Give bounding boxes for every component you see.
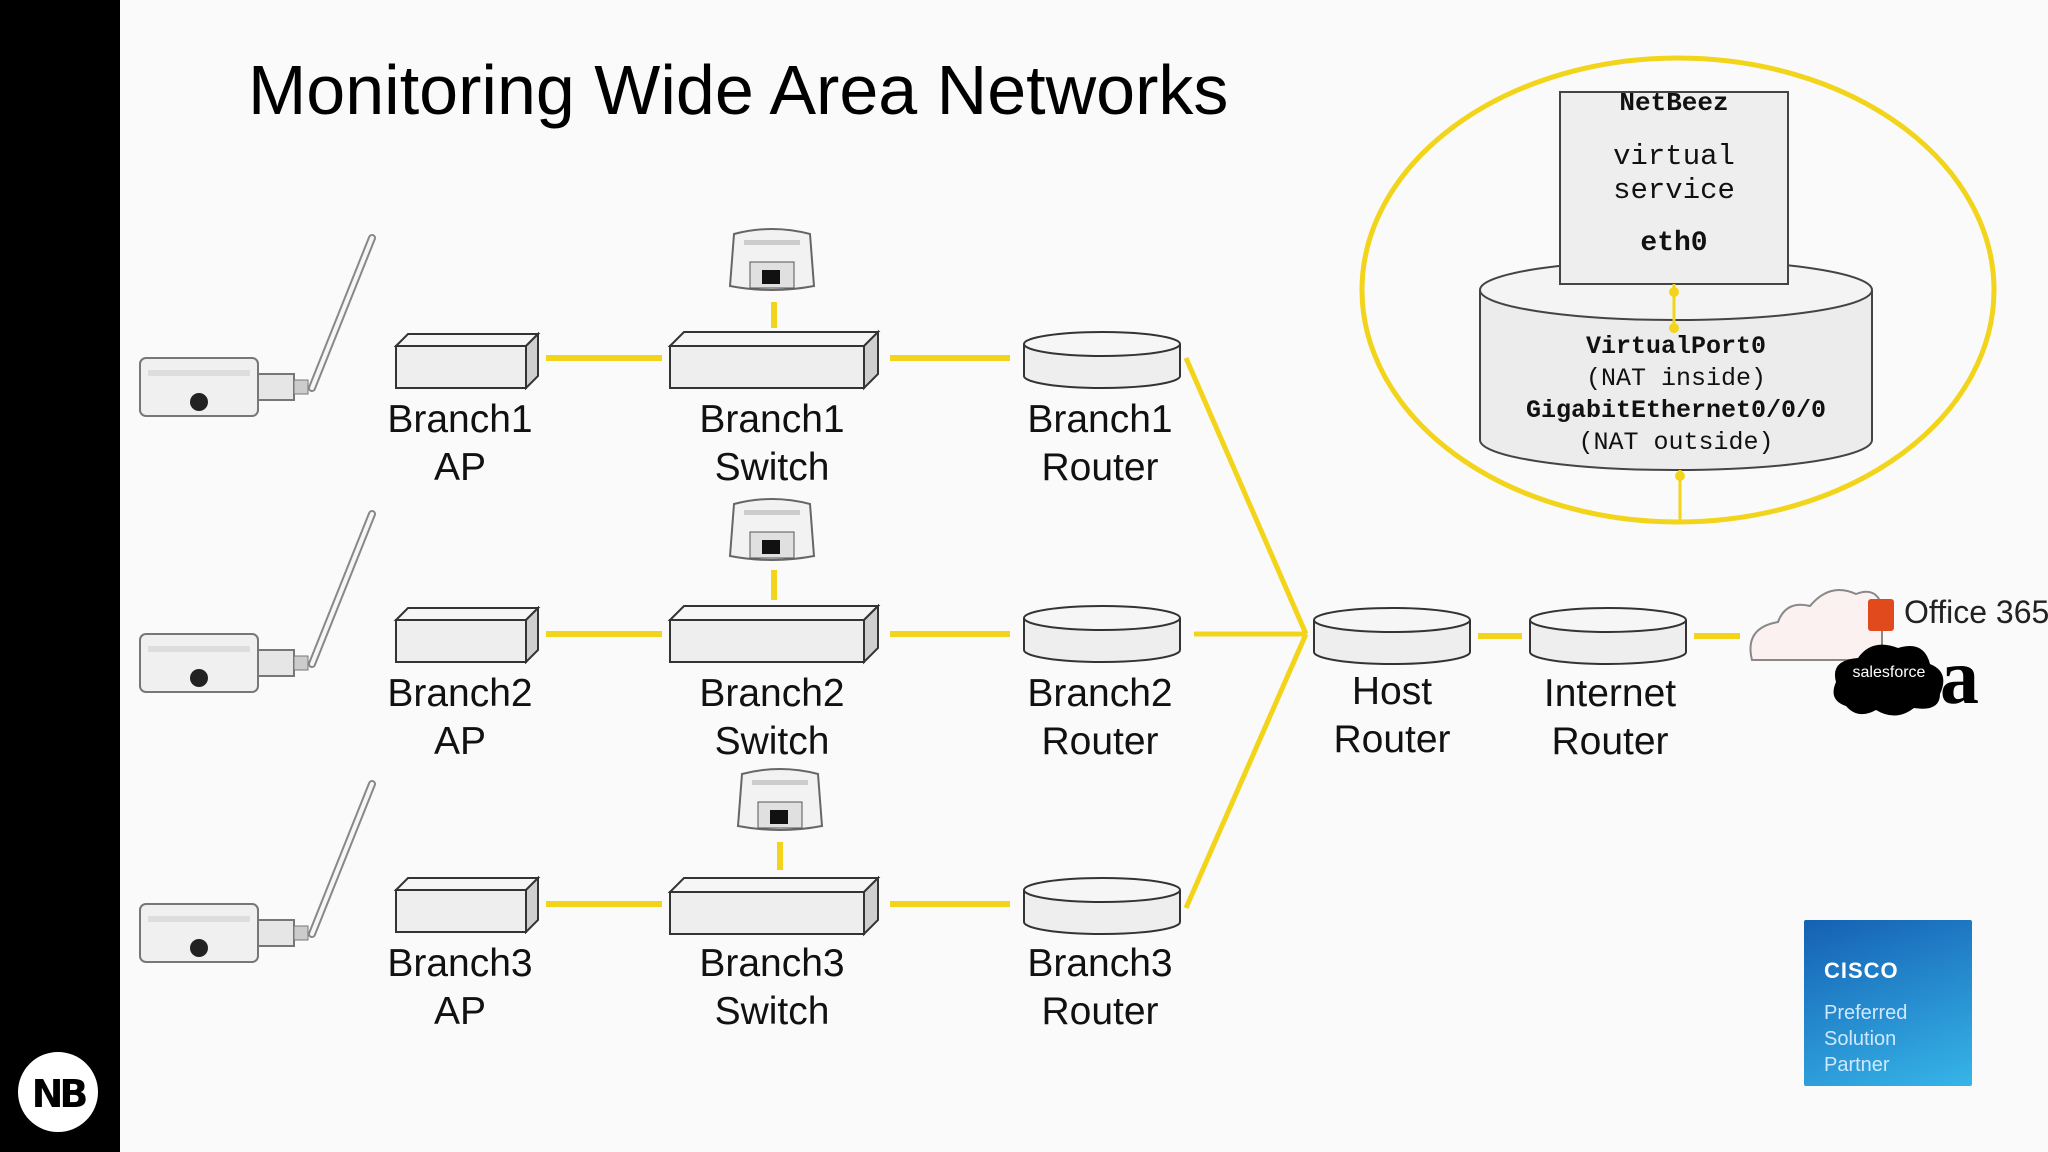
label-line: AP	[433, 720, 487, 763]
cisco-line: Preferred	[1824, 1002, 1908, 1024]
label-line: Router	[1551, 720, 1669, 763]
salesforce-logo: salesforce	[1834, 640, 1944, 716]
cisco-brand: CISCO	[1824, 958, 1899, 983]
netbeez-mini-3	[737, 768, 823, 831]
cisco-subtitle: Preferred Solution Partner	[1824, 1000, 1964, 1078]
host-router-device	[1313, 607, 1471, 665]
ap-device-3	[395, 877, 539, 933]
label-line: Switch	[714, 990, 830, 1033]
wan-link-1	[1183, 357, 1309, 635]
router-device-3	[1023, 877, 1181, 935]
cisco-line: Partner	[1824, 1054, 1890, 1076]
cloud-icon	[1749, 589, 1883, 661]
office-icon	[1868, 598, 1894, 631]
label-line: Host	[1351, 670, 1433, 713]
salesforce-text: salesforce	[1852, 664, 1926, 681]
netbeez-agent-1	[140, 238, 372, 416]
label-line: Router	[1041, 720, 1159, 763]
switch-device-3	[669, 877, 879, 935]
netbeez-box-line1: virtual	[1613, 140, 1735, 173]
host-router-zoom-cylinder	[1479, 290, 1873, 471]
label-line: Branch2	[387, 672, 533, 715]
branch-row-3	[140, 768, 1181, 962]
netbeez-box-iface: eth0	[1640, 228, 1708, 259]
label-line: Branch1	[1027, 398, 1173, 441]
netbeez-box-title: NetBeez	[1619, 88, 1729, 118]
label-line: Branch2	[1027, 672, 1173, 715]
label-line: Branch3	[387, 942, 533, 985]
cisco-partner-badge: CISCO Preferred Solution Partner	[1804, 920, 1972, 1086]
router-device-1	[1023, 331, 1181, 389]
label-line: Router	[1041, 990, 1159, 1033]
vport-dot	[1669, 323, 1679, 333]
switch-device-1	[669, 331, 879, 389]
port-virtualport0: VirtualPort0	[1585, 332, 1767, 361]
zoom-circle	[1359, 55, 1997, 525]
port-virtualport0-note: (NAT inside)	[1585, 364, 1767, 393]
label-line: Router	[1333, 718, 1451, 761]
branch-row-2	[140, 498, 1181, 692]
amazon-logo: a	[1940, 633, 1979, 720]
slide-title: Monitoring Wide Area Networks	[248, 51, 1229, 129]
label-line: Switch	[714, 720, 830, 763]
netbeez-mini-2	[729, 498, 815, 561]
port-gigabit-note: (NAT outside)	[1578, 428, 1774, 457]
gig-dot	[1675, 471, 1685, 481]
netbeez-logo: NB	[18, 1052, 98, 1132]
netbeez-box-line2: service	[1613, 174, 1735, 207]
label-line: Branch1	[387, 398, 533, 441]
netbeez-agent-2	[140, 514, 372, 692]
label-line: AP	[433, 446, 487, 489]
label-line: Branch2	[699, 672, 845, 715]
label-line: Branch1	[699, 398, 845, 441]
netbeez-agent-3	[140, 784, 372, 962]
label-line: Switch	[714, 446, 830, 489]
eth0-dot	[1669, 287, 1679, 297]
ap-device-2	[395, 607, 539, 663]
wan-link-3	[1183, 632, 1309, 910]
salesforce-cloud-icon	[1833, 644, 1944, 716]
cisco-line: Solution	[1824, 1028, 1897, 1050]
branch-row-1	[140, 228, 1181, 416]
label-line: AP	[433, 990, 487, 1033]
switch-device-2	[669, 605, 879, 663]
label-line: Branch3	[1027, 942, 1173, 985]
sidebar-bar: NB	[0, 0, 120, 1152]
office365-logo: Office 365	[1868, 594, 2048, 631]
netbeez-mini-1	[729, 228, 815, 291]
router-device-2	[1023, 605, 1181, 663]
office-text: Office 365	[1904, 594, 2048, 630]
netbeez-virtual-box	[1559, 91, 1789, 285]
logo-text: NB	[31, 1072, 89, 1116]
ap-device-1	[395, 333, 539, 389]
label-line: Internet	[1543, 672, 1677, 715]
port-gigabit: GigabitEthernet0/0/0	[1525, 396, 1827, 425]
label-line: Router	[1041, 446, 1159, 489]
internet-router-device	[1529, 607, 1687, 665]
label-line: Branch3	[699, 942, 845, 985]
